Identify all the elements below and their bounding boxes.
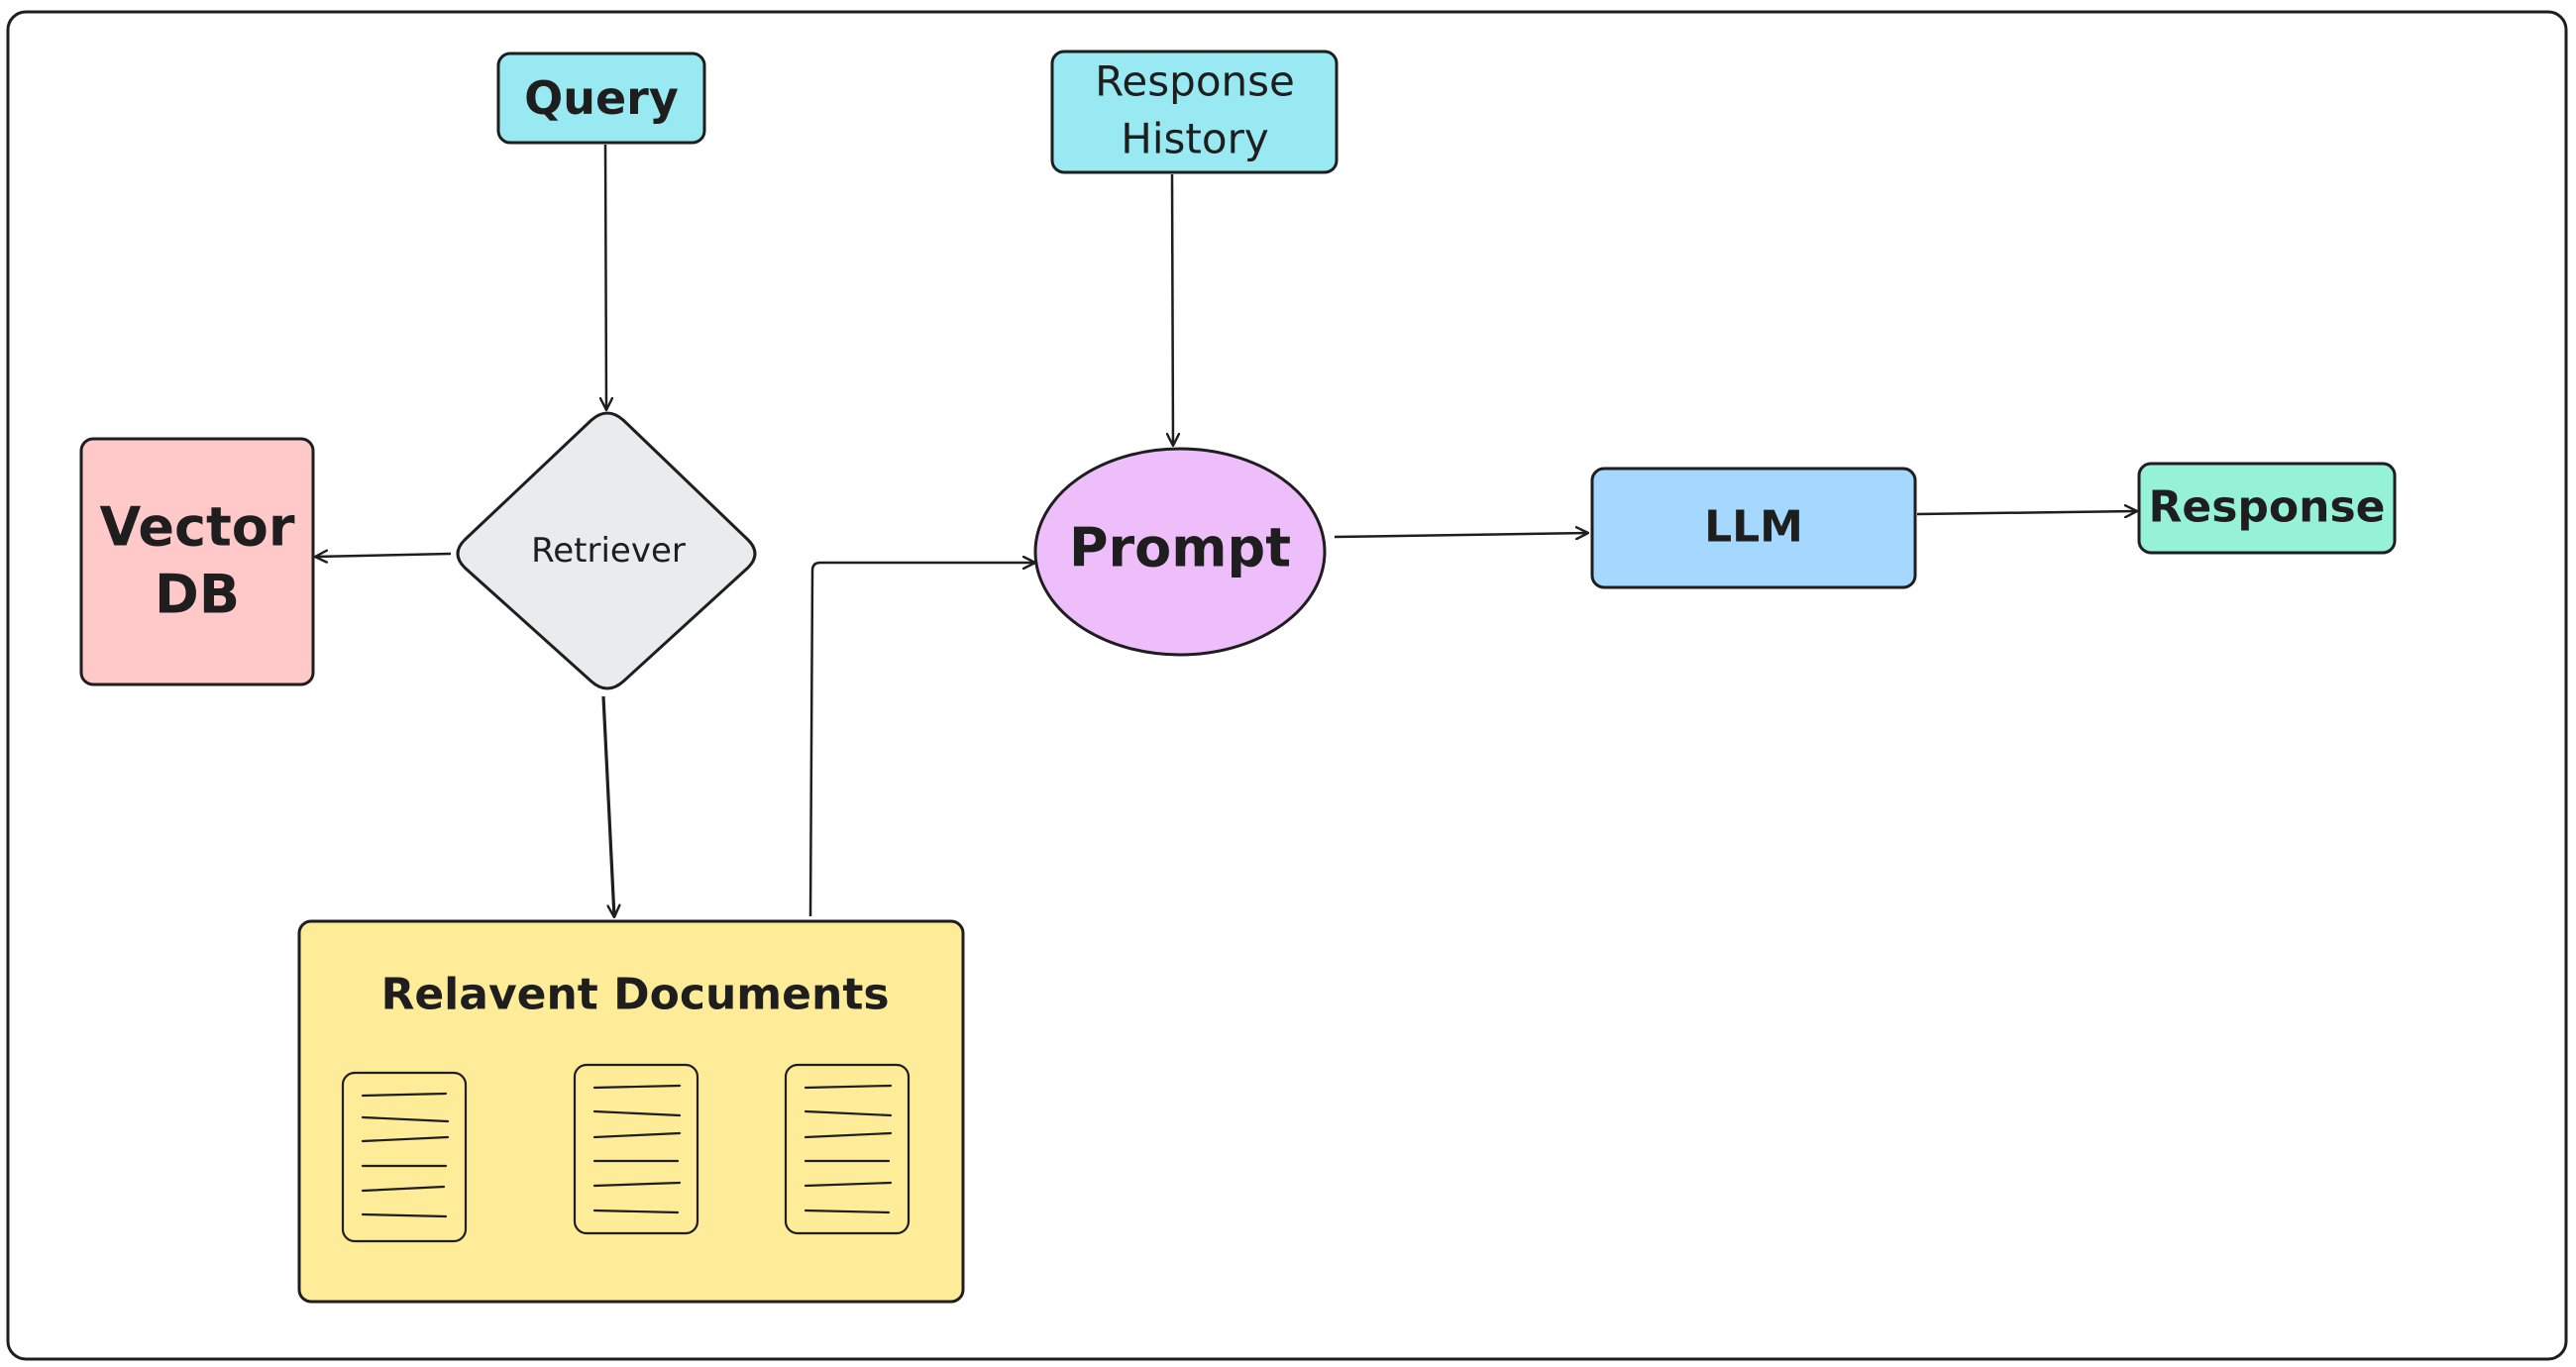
vector-db-box [79, 437, 315, 686]
prompt-label: Prompt [1069, 517, 1291, 579]
node-response-history: Response History [1050, 50, 1339, 174]
prompt-ellipse [1033, 447, 1327, 657]
edge-documents-to-prompt [808, 563, 1035, 917]
response-box [2137, 462, 2397, 555]
llm-box [1590, 467, 1917, 589]
retriever-label: Retriever [531, 531, 686, 571]
vector-db-label-line1: Vector [99, 496, 294, 559]
edges [315, 144, 2137, 917]
node-retriever: Retriever [456, 411, 757, 690]
node-llm: LLM [1590, 467, 1917, 589]
response-label: Response [2149, 482, 2386, 533]
node-response: Response [2137, 462, 2397, 555]
document-icon [784, 1063, 911, 1235]
edge-retriever-to-vectordb [315, 554, 452, 557]
document-icon [573, 1063, 699, 1235]
retriever-diamond [456, 411, 757, 690]
vector-db-label-line2: DB [155, 564, 240, 626]
relevant-documents-label: Relavent Documents [380, 970, 889, 1020]
query-box [496, 52, 706, 145]
query-label: Query [524, 71, 679, 125]
response-history-label-line2: History [1121, 115, 1268, 163]
node-relevant-documents: Relavent Documents [297, 919, 965, 1304]
edge-query-to-retriever [605, 144, 606, 410]
node-prompt: Prompt [1033, 447, 1327, 657]
response-history-box [1050, 50, 1339, 174]
llm-label: LLM [1704, 502, 1803, 553]
node-query: Query [496, 52, 706, 145]
outer-frame [6, 10, 2568, 1361]
edge-prompt-to-llm [1334, 533, 1588, 537]
response-history-label-line1: Response [1095, 57, 1295, 106]
edge-history-to-prompt [1172, 173, 1173, 446]
edge-llm-to-response [1916, 511, 2137, 514]
node-vector-db: Vector DB [79, 437, 315, 686]
document-icon [341, 1071, 468, 1243]
edge-retriever-to-documents [601, 695, 614, 917]
